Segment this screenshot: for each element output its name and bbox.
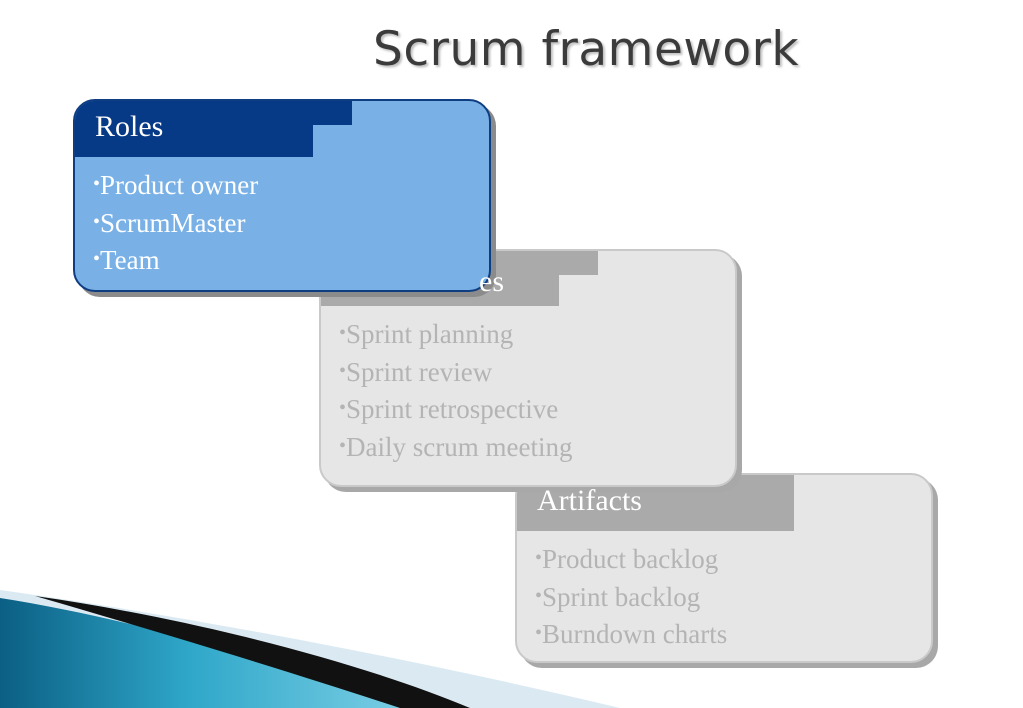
list-item: •Sprint review xyxy=(339,353,572,391)
bullet-icon: • xyxy=(535,584,543,607)
list-item: •Product owner xyxy=(93,166,258,204)
list-item-text: Sprint retrospective xyxy=(346,394,559,424)
bullet-icon: • xyxy=(535,547,543,569)
bullet-icon: • xyxy=(339,397,347,419)
list-item-text: Product owner xyxy=(100,170,259,200)
bullet-icon: • xyxy=(339,434,347,457)
header-step xyxy=(752,475,794,499)
artifacts-list: •Product backlog •Sprint backlog •Burndo… xyxy=(535,540,727,653)
list-item-text: Burndown charts xyxy=(542,619,728,649)
swoosh-blue-band xyxy=(0,598,420,708)
bullet-icon: • xyxy=(339,359,347,382)
slide-title: Scrum framework xyxy=(373,22,800,77)
list-item-text: Sprint planning xyxy=(346,319,514,349)
ceremonies-title-fragment: es xyxy=(479,265,504,298)
roles-card: Roles •Product owner •ScrumMaster •Team xyxy=(73,99,491,292)
list-item: •Product backlog xyxy=(535,540,727,578)
list-item: •Team xyxy=(93,241,258,279)
list-item: •Burndown charts xyxy=(535,615,727,653)
roles-title: Roles xyxy=(95,110,164,143)
list-item-text: ScrumMaster xyxy=(100,207,246,238)
list-item-text: Sprint review xyxy=(346,356,493,387)
roles-list: •Product owner •ScrumMaster •Team xyxy=(93,166,258,279)
bullet-icon: • xyxy=(535,622,543,644)
header-step xyxy=(75,101,352,125)
bullet-icon: • xyxy=(93,248,101,270)
list-item: •Sprint retrospective xyxy=(339,390,572,428)
list-item: •Sprint planning xyxy=(339,315,572,353)
list-item: •ScrumMaster xyxy=(93,204,258,242)
list-item-text: Sprint backlog xyxy=(542,581,701,612)
artifacts-card: Artifacts •Product backlog •Sprint backl… xyxy=(515,473,933,663)
swoosh-black-band xyxy=(35,596,470,708)
ceremonies-list: •Sprint planning •Sprint review •Sprint … xyxy=(339,315,572,465)
list-item-text: Daily scrum meeting xyxy=(346,431,573,462)
bullet-icon: • xyxy=(93,173,101,195)
artifacts-title: Artifacts xyxy=(537,484,642,517)
list-item-text: Product backlog xyxy=(542,544,719,574)
bullet-icon: • xyxy=(339,322,347,344)
bullet-icon: • xyxy=(93,210,101,233)
list-item: •Daily scrum meeting xyxy=(339,428,572,466)
list-item: •Sprint backlog xyxy=(535,578,727,616)
list-item-text: Team xyxy=(100,245,160,275)
